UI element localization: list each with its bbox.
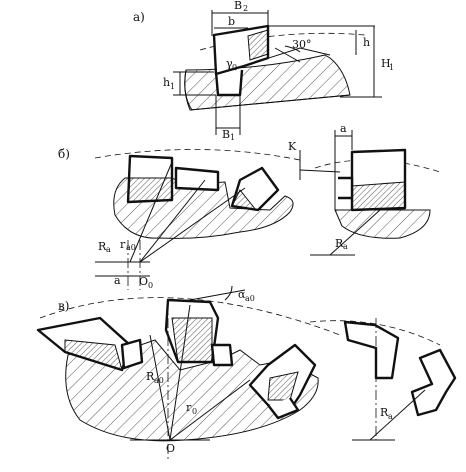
- panel-a-dim-H1-sub: 1: [389, 63, 394, 72]
- panel-b-dim-O0-sub: 0: [148, 281, 153, 290]
- panel-v-right-dim-Ra-sub: a: [388, 412, 393, 421]
- panel-v-right-insert-2: [410, 348, 457, 417]
- panel-v-alpha-line: [189, 289, 246, 301]
- panel-a-dim-B1-sub: 1: [230, 133, 235, 142]
- panel-v-right-slot: [267, 397, 300, 420]
- panel-a-slot: [214, 69, 244, 97]
- panel-a-angle-arc: [284, 45, 301, 53]
- panel-b: б) R a r a0 a O 0: [58, 122, 441, 290]
- panel-a-dim-h: h: [363, 36, 370, 49]
- panel-b-right-insert-face: [351, 181, 406, 211]
- panel-a-chip-line: [243, 47, 331, 67]
- panel-b-right-body: [334, 209, 431, 239]
- panel-v-label: в): [58, 299, 69, 313]
- panel-a-body-section: [184, 54, 351, 111]
- panel-v-insert-left-face: [64, 339, 123, 371]
- panel-b-dim-a: a: [114, 274, 121, 287]
- panel-b-dim-Ra: R: [98, 240, 107, 253]
- panel-b-dim-Ra0-sub: a0: [126, 243, 136, 252]
- panel-b-dim-K: K: [288, 140, 297, 153]
- panel-b-ra0-line: [139, 179, 206, 263]
- panel-v-ra0-line: [169, 304, 191, 441]
- panel-v-dim-alpha-sub: a0: [245, 294, 255, 303]
- panel-v: в) α a0 R a0 r 0 O: [36, 285, 457, 460]
- panel-b-right-dim-a: a: [340, 122, 347, 135]
- panel-v-right-arc: [309, 320, 441, 346]
- panel-v-right-dim-Ra: R: [380, 406, 389, 419]
- panel-v-right-radius: [369, 389, 426, 441]
- panel-b-chip-block: [174, 166, 220, 192]
- panel-v-radius-left: [149, 334, 171, 441]
- panel-a-dim-gamma-sub: 0: [232, 63, 237, 72]
- panel-b-ra-line: [129, 161, 173, 263]
- panel-a-dim-gamma: γ: [226, 57, 233, 70]
- panel-v-outer-arc: [39, 297, 341, 336]
- panel-v-r0-line: [169, 379, 251, 441]
- panel-b-right-slot: [338, 176, 354, 200]
- panel-v-dim-r0: r: [186, 401, 192, 414]
- panel-b-right-dim-Ra-sub: a: [343, 242, 348, 251]
- panel-a-dim-h1: h: [163, 76, 170, 89]
- panel-a-chip-arrow: [274, 47, 301, 63]
- panel-a-dim-h1-sub: 1: [170, 82, 175, 91]
- panel-a-dim-H1: H: [381, 57, 391, 70]
- panel-v-insert-center-face: [171, 317, 213, 363]
- panel-v-dim-alpha: α: [238, 288, 246, 301]
- panel-a-dim-b2-sub: 2: [243, 4, 248, 13]
- panel-a-body-outline: [184, 69, 351, 111]
- panel-v-alpha-arc: [224, 285, 233, 301]
- panel-b-right-arc: [314, 159, 441, 173]
- panel-b-label: б): [58, 147, 70, 161]
- panel-a-outer-arc: [199, 32, 366, 51]
- panel-b-dim-O0: O: [139, 275, 148, 288]
- panel-v-dim-Ra0: R: [146, 370, 155, 383]
- panel-b-k-ext: [299, 169, 341, 173]
- panel-a-dim-b: b: [228, 15, 235, 28]
- panel-v-dim-O: O: [166, 442, 175, 455]
- panel-v-left-slot: [120, 338, 144, 370]
- panel-b-dim-Ra0: r: [120, 238, 126, 251]
- panel-b-dim-Ra-sub: a: [106, 245, 111, 254]
- panel-b-insert-tilted-face: [231, 189, 258, 211]
- panel-b-outer-arc: [94, 149, 301, 161]
- panel-a-dim-b2: B: [234, 0, 242, 12]
- panel-a-dim-B1: B: [222, 128, 230, 141]
- panel-a-dim-angle: 30°: [292, 38, 312, 51]
- panel-v-center-slot: [210, 343, 234, 367]
- panel-a-label: а): [133, 10, 145, 24]
- panel-a-insert-face: [247, 29, 269, 61]
- panel-a: а) B 2 b 30° h H 1: [133, 0, 394, 142]
- panel-b-ra0-line-2: [139, 187, 246, 263]
- panel-b-right-dim-Ra: R: [335, 237, 344, 250]
- panel-b-insert-left-face: [127, 177, 173, 203]
- panel-v-dim-Ra0-sub: a0: [154, 376, 164, 385]
- panel-b-right-radius: [329, 209, 381, 256]
- panel-v-dim-r0-sub: 0: [192, 407, 197, 416]
- panel-v-right-insert-1: [343, 320, 400, 380]
